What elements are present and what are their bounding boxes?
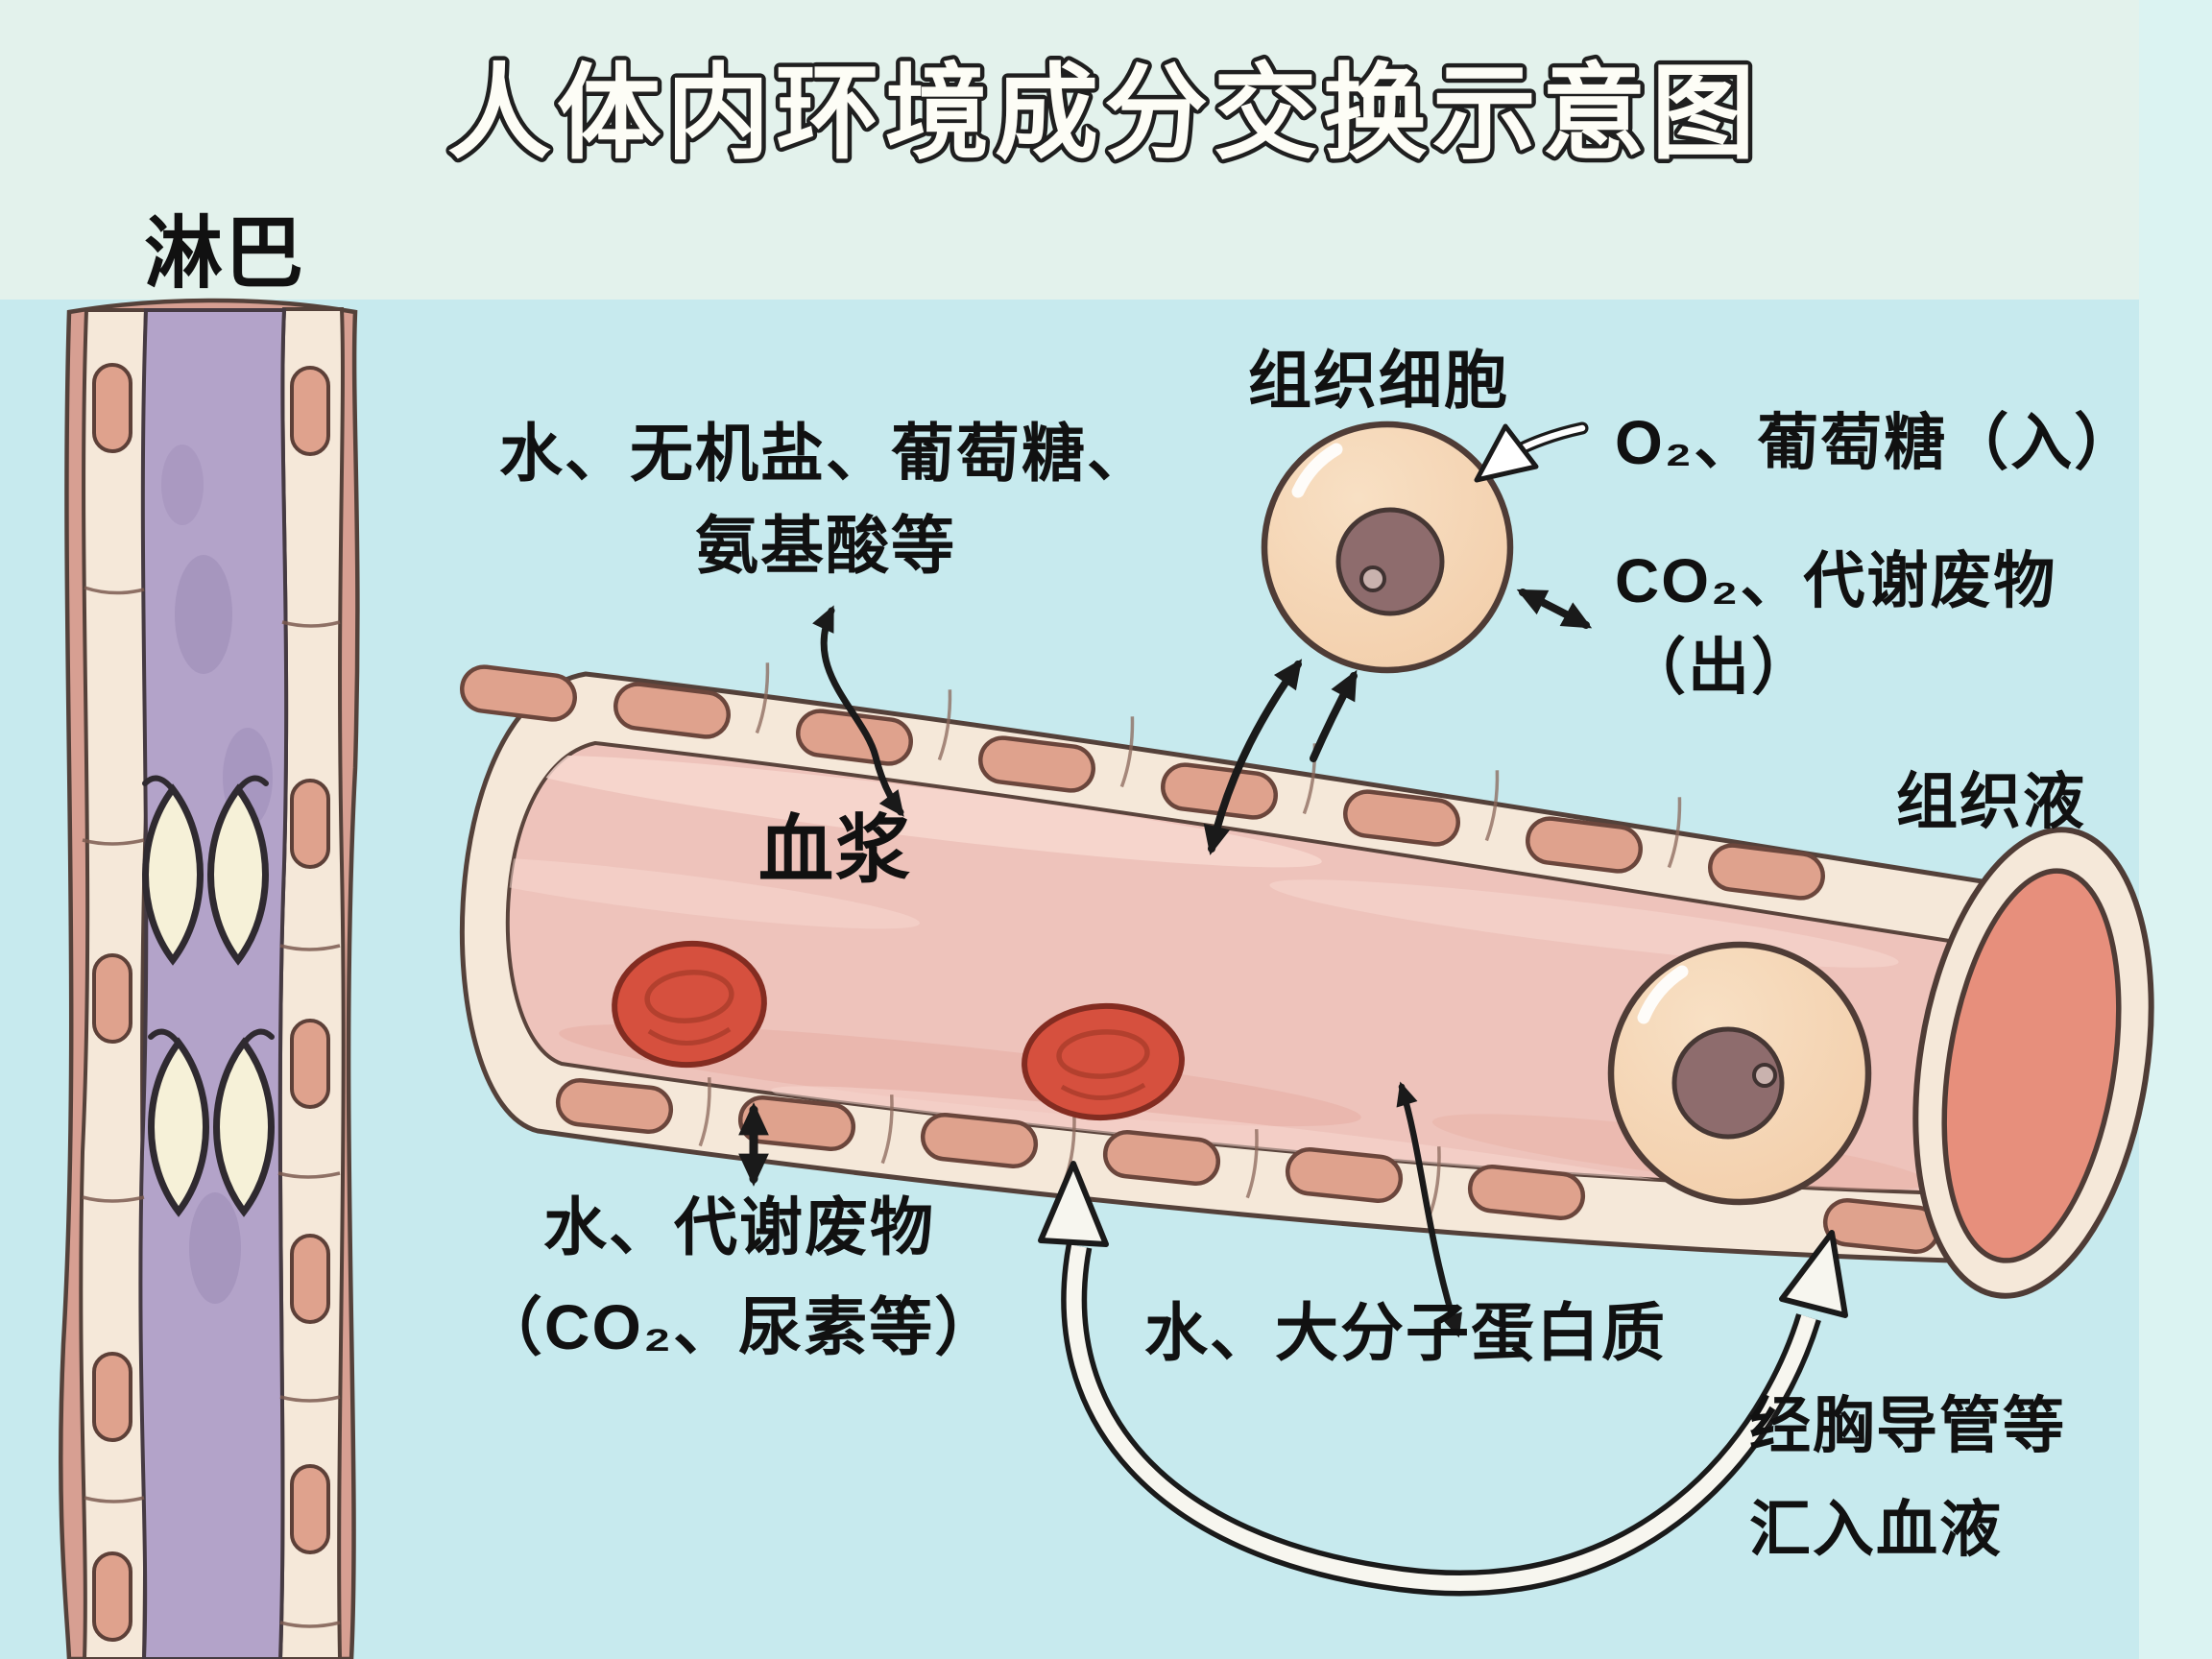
thoracic-duct-label-line2: 汇入血液	[1749, 1495, 2003, 1564]
lymph-valves	[142, 775, 275, 1217]
vessel-end-cell-nucleus	[1671, 1026, 1785, 1140]
lymph-wall-nuclei	[92, 363, 330, 1642]
lymph-absorb-label: 水、大分子蛋白质	[1144, 1297, 1667, 1368]
vessel-end-cell-nucleolus	[1752, 1063, 1777, 1088]
cell-highlight	[1291, 443, 1343, 498]
lymph-wall-junctions	[82, 586, 341, 1628]
thoracic-duct-label-line1: 经胸导管等	[1749, 1391, 2066, 1460]
waste-label-line2: （CO₂、尿素等）	[478, 1291, 1000, 1362]
vessel-wall-nuclei-bottom	[555, 1077, 1941, 1255]
page-title: 人体内环境成分交换示意图	[447, 55, 1761, 171]
plasma-label: 血浆	[758, 807, 913, 892]
background-top-band	[0, 0, 2212, 300]
cell-highlight	[1637, 965, 1689, 1024]
tissue-cell	[1261, 421, 1514, 674]
vessel-end-cell	[1607, 941, 1872, 1206]
waste-label-line1: 水、代谢废物	[543, 1191, 935, 1262]
vessel-open-end	[1912, 827, 2154, 1299]
arrow-into-cell	[1474, 421, 1589, 483]
arrow-cell-plasma-long	[1203, 659, 1303, 855]
lymph-blob	[175, 555, 232, 674]
arrow-lymph-return-curve	[1038, 1161, 1848, 1597]
lymph-wall-right	[277, 307, 346, 1659]
plasma-exchange-label-line1: 水、无机盐、葡萄糖、	[499, 418, 1152, 489]
arrow-plasma-lymphabsorb	[1396, 1081, 1462, 1338]
arrow-tissuefluid-cell-short	[1310, 669, 1358, 762]
lymph-blob	[161, 445, 204, 525]
cell-out-label-line2: （出）	[1624, 633, 1815, 702]
red-blood-cell	[612, 940, 767, 1069]
tissue-cell-label: 组织细胞	[1248, 345, 1509, 416]
blood-vessel	[459, 662, 2024, 1265]
background-right-band	[2139, 0, 2212, 1659]
cell-in-label: O₂、葡萄糖（入）	[1615, 408, 2138, 477]
plasma-exchange-label-line2: 氨基酸等	[695, 510, 956, 581]
tissue-cell-nucleus	[1335, 507, 1445, 616]
lymph-label: 淋巴	[144, 210, 306, 298]
lymph-lumen	[138, 308, 289, 1659]
exchange-arrows	[738, 589, 1593, 1338]
lymph-blob	[189, 1192, 241, 1304]
lymph-vessel	[59, 298, 360, 1659]
cell-out-label-line1: CO₂、代谢废物	[1615, 546, 2057, 615]
arrow-plasma-tissuefluid-topleft	[812, 605, 904, 817]
arrow-cell-out	[1516, 589, 1593, 629]
tissue-fluid-label: 组织液	[1896, 767, 2086, 836]
red-blood-cell	[1022, 1002, 1185, 1121]
tissue-cell-nucleolus	[1359, 565, 1386, 592]
